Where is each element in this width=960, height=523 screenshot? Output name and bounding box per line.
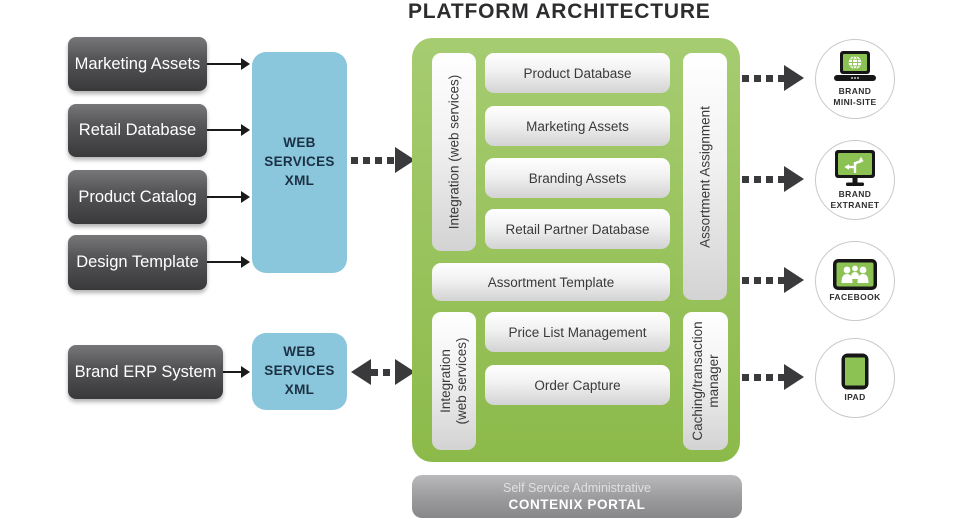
monitor-branch-icon <box>835 149 875 186</box>
page-title: PLATFORM ARCHITECTURE <box>408 0 711 23</box>
integration-strip-top: Integration (web services) <box>432 53 476 251</box>
contenix-portal-bar: Self Service Administrative CONTENIX POR… <box>412 475 742 518</box>
output-brand-mini-site: BRAND MINI-SITE <box>815 39 895 119</box>
dashed-arrow-ws-platform-bidirectional <box>351 359 415 385</box>
dashed-arrow-ws-to-platform <box>351 147 415 173</box>
web-services-xml-box-bottom: WEB SERVICES XML <box>252 333 347 410</box>
arrow-marketing-assets <box>207 58 250 70</box>
module-marketing-assets: Marketing Assets <box>485 106 670 146</box>
source-box-brand-erp-system: Brand ERP System <box>68 345 223 399</box>
caching-transaction-strip: Caching/transaction manager <box>683 312 728 450</box>
output-brand-extranet: BRAND EXTRANET <box>815 140 895 220</box>
platform-panel: Integration (web services) Product Datab… <box>412 38 740 462</box>
source-box-product-catalog: Product Catalog <box>68 170 207 224</box>
integration-strip-bottom: Integration (web services) <box>432 312 476 450</box>
module-retail-partner-database: Retail Partner Database <box>485 209 670 249</box>
module-product-database: Product Database <box>485 53 670 93</box>
dashed-arrow-facebook <box>742 267 804 293</box>
dashed-arrow-ipad <box>742 364 804 390</box>
output-facebook: FACEBOOK <box>815 241 895 321</box>
source-box-design-template: Design Template <box>68 235 207 290</box>
module-assortment-template: Assortment Template <box>432 263 670 301</box>
portal-subtitle: Self Service Administrative <box>503 480 651 495</box>
output-ipad: IPAD <box>815 338 895 418</box>
output-label: BRAND MINI-SITE <box>833 85 877 107</box>
arrow-brand-erp <box>223 366 250 378</box>
arrow-design-template <box>207 256 250 268</box>
dashed-arrow-brand-mini-site <box>742 65 804 91</box>
source-box-marketing-assets: Marketing Assets <box>68 37 207 91</box>
module-order-capture: Order Capture <box>485 365 670 405</box>
laptop-globe-icon <box>834 50 876 81</box>
portal-title: CONTENIX PORTAL <box>508 496 646 512</box>
arrow-product-catalog <box>207 191 250 203</box>
people-group-icon <box>833 259 877 291</box>
tablet-icon <box>841 353 869 390</box>
module-price-list-management: Price List Management <box>485 312 670 352</box>
module-branding-assets: Branding Assets <box>485 158 670 198</box>
output-label: IPAD <box>844 392 866 403</box>
output-label: FACEBOOK <box>829 292 881 303</box>
output-label: BRAND EXTRANET <box>830 188 880 210</box>
arrow-retail-database <box>207 124 250 136</box>
dashed-arrow-brand-extranet <box>742 166 804 192</box>
web-services-xml-box-top: WEB SERVICES XML <box>252 52 347 273</box>
assortment-assignment-strip: Assortment Assignment <box>683 53 727 300</box>
source-box-retail-database: Retail Database <box>68 104 207 157</box>
